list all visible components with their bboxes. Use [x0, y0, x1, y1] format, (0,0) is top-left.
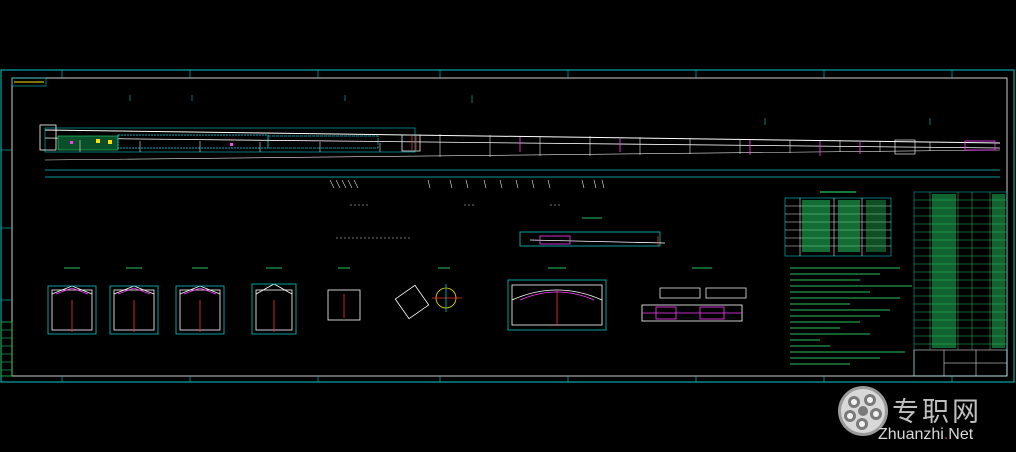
tail-detail [519, 231, 666, 247]
idler-section-views [47, 279, 607, 335]
drive-plan-view [641, 287, 747, 322]
watermark-en-suffix: Net [948, 426, 974, 443]
section-titles [64, 217, 712, 269]
technical-notes [790, 267, 912, 365]
watermark-en-name: Zhuanzhi [878, 426, 944, 443]
sheet-label-box [11, 77, 47, 87]
grid-ticks [1, 70, 953, 382]
watermark-logo-icon [838, 386, 888, 436]
conveyor-elevation [39, 124, 1001, 178]
sheet-border-outer [0, 69, 1015, 383]
parts-list-table [913, 191, 1008, 377]
watermark-en-text: Zhuanzhi.Net [878, 426, 973, 444]
left-revision-lines [1, 329, 12, 371]
angled-roller-detail [394, 284, 462, 320]
watermark-en-dot: . [943, 426, 949, 443]
watermark-cn-text: 专职网 [892, 397, 982, 428]
dimension-annotations [336, 204, 562, 239]
spec-table [784, 191, 892, 257]
dimension-marks [129, 95, 931, 125]
watermark: 专职网 Zhuanzhi.Net [832, 382, 1016, 452]
support-legs-row [329, 179, 605, 189]
left-revision-block [0, 321, 13, 377]
